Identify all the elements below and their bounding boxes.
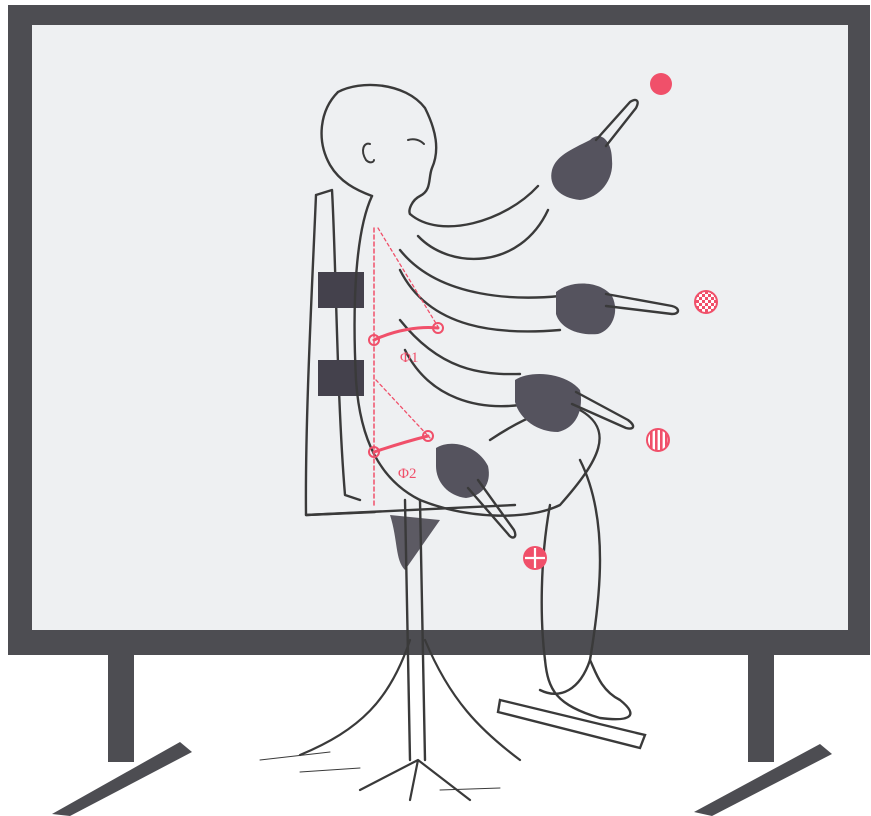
target-marker-checker [695,291,717,313]
angle-label-phi1: Φ1 [400,350,418,366]
left-leg [108,650,134,762]
target-marker-stripes [647,429,669,451]
target-marker-crosshair [523,546,547,570]
screen-surface [32,25,848,630]
right-leg [748,650,774,762]
target-marker-solid [650,73,672,95]
angle-label-phi2: Φ2 [398,466,416,482]
floor-shadow [260,752,500,790]
